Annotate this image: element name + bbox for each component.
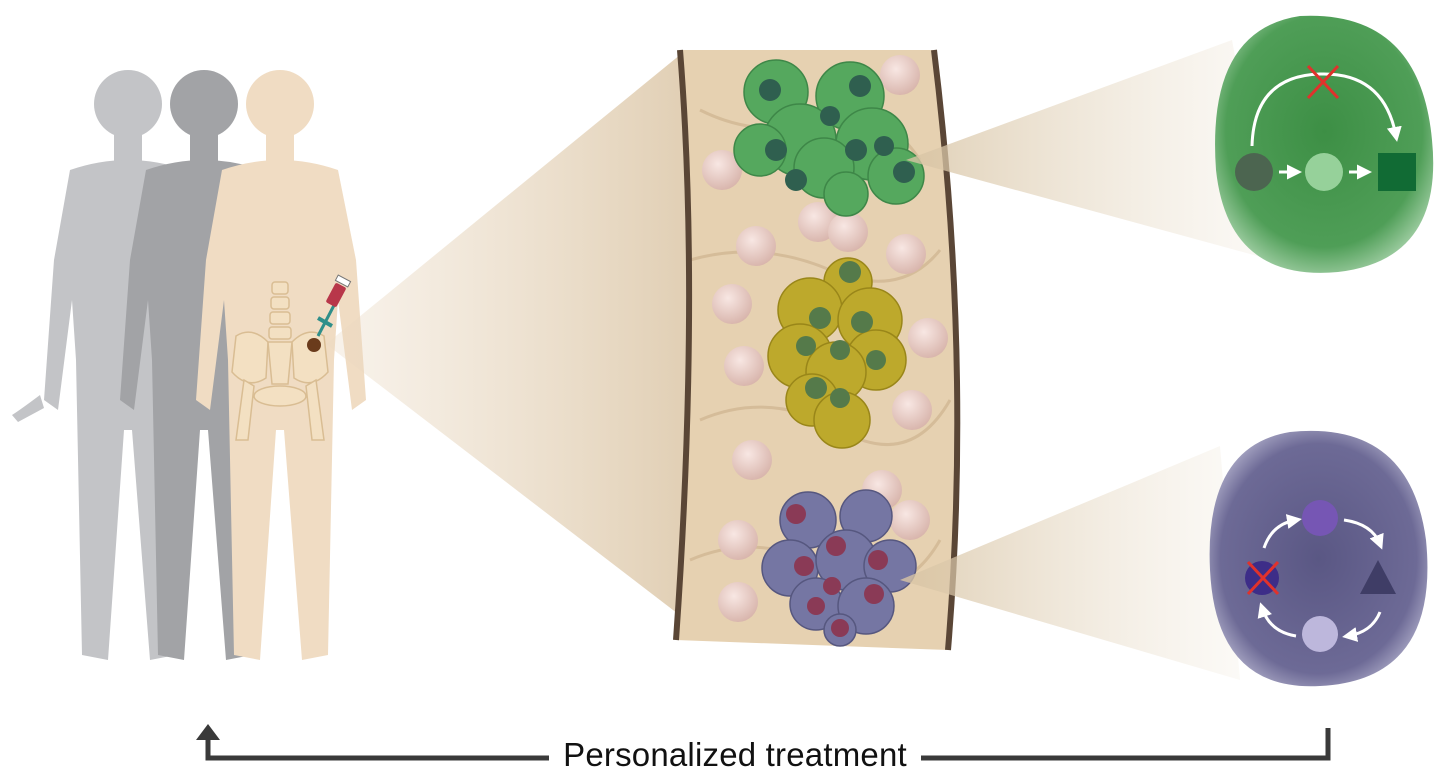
square-icon bbox=[1378, 153, 1416, 191]
green-clone-cluster bbox=[733, 59, 925, 217]
bypass-arrow-icon bbox=[1250, 72, 1402, 147]
zoom-beam-left bbox=[326, 50, 686, 620]
light-circle-icon bbox=[1305, 153, 1343, 191]
circle-icon bbox=[1302, 616, 1338, 652]
feedback-arrow bbox=[205, 728, 1331, 761]
green-clone-bubble bbox=[1215, 15, 1434, 273]
healthy-cells bbox=[702, 55, 948, 622]
healthy-cell bbox=[702, 150, 742, 190]
healthy-cell bbox=[880, 55, 920, 95]
healthy-cell bbox=[890, 500, 930, 540]
dark-circle-icon bbox=[1235, 153, 1273, 191]
yellow-clone-cluster bbox=[767, 257, 907, 449]
cycle-arrows-icon bbox=[1257, 514, 1384, 642]
tumor-icon bbox=[307, 338, 321, 352]
healthy-cell bbox=[718, 582, 758, 622]
purple-clone-bubble bbox=[1209, 430, 1428, 687]
healthy-cell bbox=[732, 440, 772, 480]
zoom-beam-purple bbox=[900, 446, 1240, 680]
triangle-icon bbox=[1360, 560, 1396, 594]
healthy-cell bbox=[892, 390, 932, 430]
healthy-cell bbox=[908, 318, 948, 358]
healthy-cell bbox=[712, 284, 752, 324]
healthy-cell bbox=[886, 234, 926, 274]
blue-clone-cluster bbox=[761, 489, 917, 647]
arrow-head-up-icon bbox=[196, 724, 220, 740]
healthy-cell bbox=[724, 346, 764, 386]
biopsy-syringe-icon bbox=[316, 274, 352, 337]
healthy-cell bbox=[828, 212, 868, 252]
pelvis-skeleton-icon bbox=[231, 281, 329, 441]
circle-icon bbox=[1302, 500, 1338, 536]
person-patient-icon bbox=[196, 70, 366, 660]
cross-icon bbox=[1306, 64, 1340, 100]
healthy-cell bbox=[718, 520, 758, 560]
zoom-beam-green bbox=[906, 40, 1272, 260]
healthy-cell bbox=[736, 226, 776, 266]
